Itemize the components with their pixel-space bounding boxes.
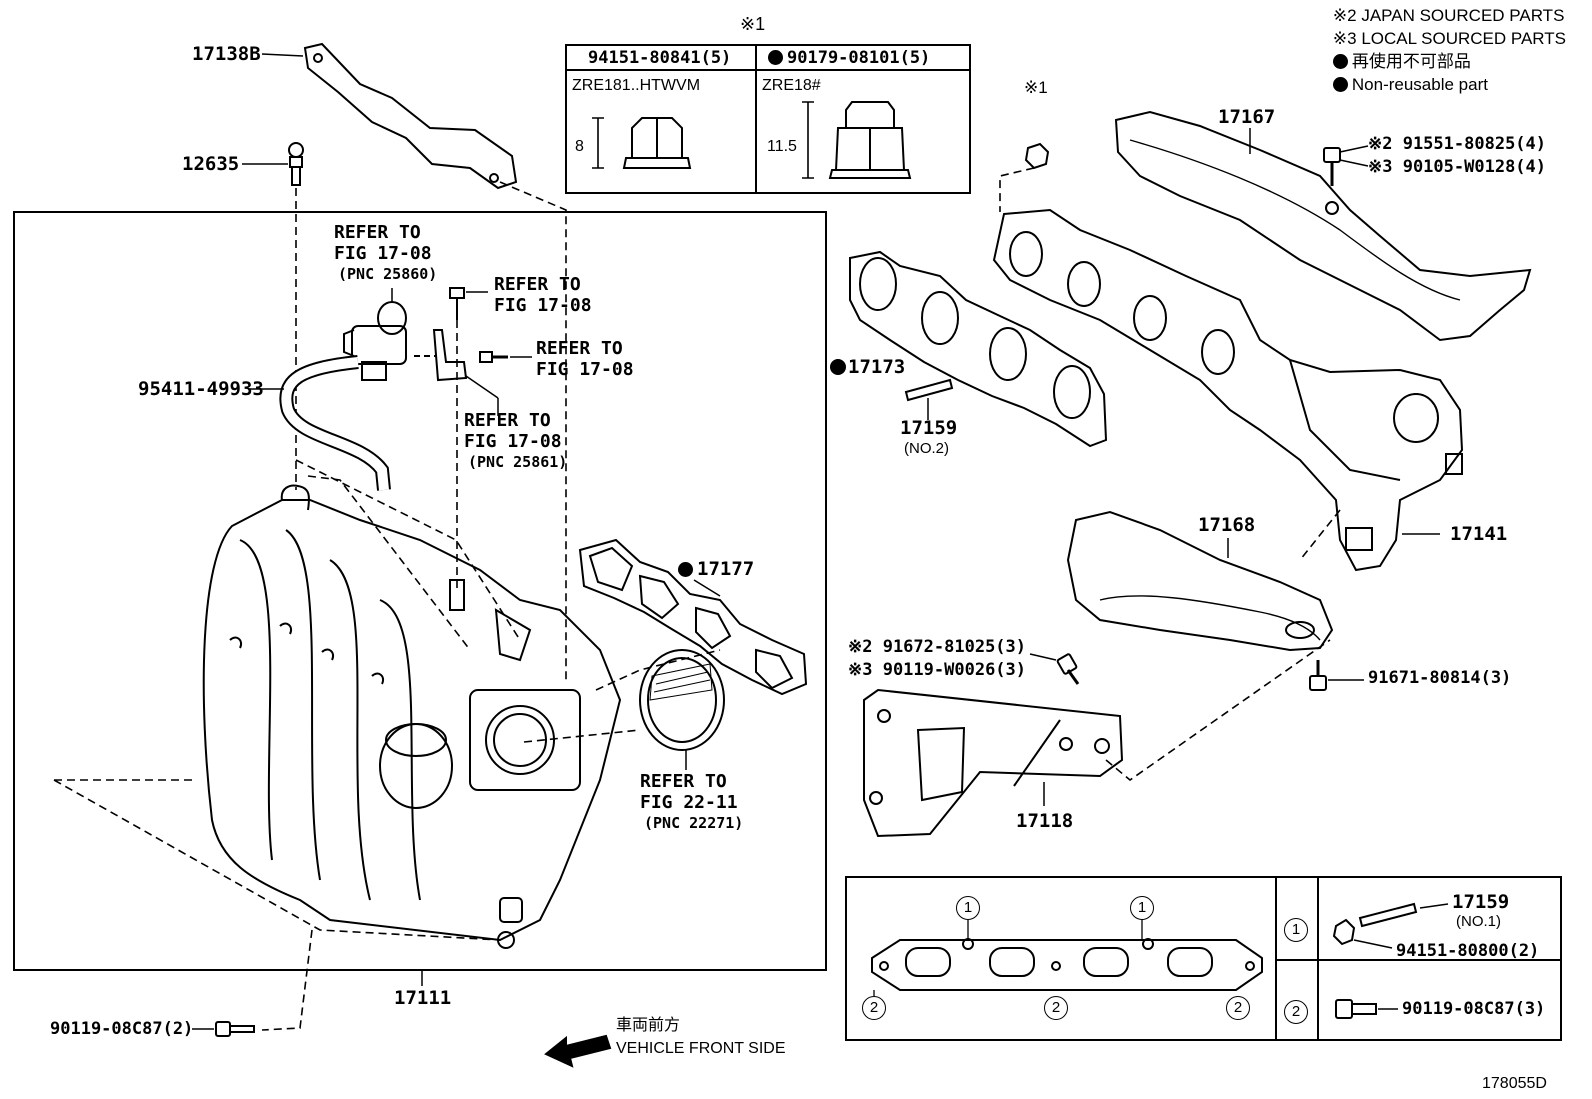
nut-height-1: 8 <box>575 138 584 155</box>
label-90119-box: 90119-08C87(3) <box>1402 999 1546 1019</box>
label-91671: 91671-80814(3) <box>1368 668 1512 688</box>
nut-model-1: ZRE181..HTWVM <box>572 77 701 94</box>
stud-12635 <box>288 142 304 186</box>
label-17177: 17177 <box>697 558 755 580</box>
ref-line: REFER TO <box>640 771 727 792</box>
bolt-vsv <box>449 287 465 320</box>
label-95411: 95411-49933 <box>138 378 264 400</box>
label-17159-no1: 17159 <box>1452 891 1510 913</box>
ref-line: FIG 17-08 <box>494 295 592 316</box>
ref-fig-17-08-bolt[interactable]: REFER TO FIG 17-08 <box>494 274 592 316</box>
ref-line: REFER TO <box>536 338 623 359</box>
label-91551: ※2 91551-80825(4) <box>1368 134 1547 154</box>
heat-insulator-17168 <box>1066 510 1334 652</box>
dot-icon <box>1332 54 1348 69</box>
label-17168: 17168 <box>1198 514 1256 536</box>
legend: ※2 JAPAN SOURCED PARTS ※3 LOCAL SOURCED … <box>1332 4 1566 96</box>
gasket-17173 <box>849 250 1108 448</box>
vehicle-front-jp: 車両前方 <box>616 1017 681 1034</box>
intake-manifold-17111 <box>202 484 622 949</box>
legend-japan: ※2 JAPAN SOURCED PARTS <box>1332 6 1565 25</box>
legend-non-reusable-en: Non-reusable part <box>1351 75 1488 94</box>
label-17159-no2: 17159 <box>900 417 958 439</box>
vehicle-front-en: VEHICLE FRONT SIDE <box>616 1040 786 1057</box>
detail-bolt <box>1335 999 1398 1019</box>
nut-model-2: ZRE18# <box>762 77 821 94</box>
intake-group-frame <box>13 211 827 971</box>
nut-table-frame <box>565 44 971 194</box>
ref-fig-17-08-bracket-bolt[interactable]: REFER TO FIG 17-08 <box>536 338 634 380</box>
ref-pnc: (PNC 25860) <box>338 265 438 283</box>
ref-line: FIG 17-08 <box>334 243 432 264</box>
ref-line: FIG 17-08 <box>464 431 562 452</box>
stud-17159-no2 <box>904 378 954 402</box>
detail-stud-nut <box>1332 902 1449 949</box>
label-mark1-right: ※1 <box>1024 78 1048 97</box>
callout-1: 1 <box>1130 896 1154 920</box>
legend-local: ※3 LOCAL SOURCED PARTS <box>1332 29 1566 48</box>
ref-line: REFER TO <box>494 274 581 295</box>
bracket-17138B <box>303 42 518 190</box>
label-90119-w: ※3 90119-W0026(3) <box>848 660 1027 680</box>
bolt-91551 <box>1323 147 1341 186</box>
callout-1: 1 <box>956 896 980 920</box>
ref-line: REFER TO <box>334 222 421 243</box>
label-17118: 17118 <box>1016 810 1074 832</box>
label-17138B: 17138B <box>192 43 261 65</box>
label-17159-no2-sub: (NO.2) <box>904 440 949 457</box>
gasket-17177 <box>578 538 808 696</box>
detail-box-frame <box>845 876 1562 1041</box>
throttle-gasket <box>639 649 725 751</box>
label-12635: 12635 <box>182 153 240 175</box>
callout-2: 2 <box>1044 996 1068 1020</box>
ref-fig-17-08-pnc25860[interactable]: REFER TO FIG 17-08 (PNC 25860) <box>334 222 437 285</box>
ref-line: FIG 22-11 <box>640 792 738 813</box>
bolt-91671 <box>1309 660 1327 691</box>
callout-2-key: 2 <box>1284 1000 1308 1024</box>
dot-icon <box>768 50 783 65</box>
label-17141: 17141 <box>1450 523 1508 545</box>
nut-drawing-1 <box>592 117 692 169</box>
dot-icon <box>1332 77 1348 92</box>
nut-part-1: 94151-80841(5) <box>588 48 732 68</box>
figure-code: 178055D <box>1482 1075 1547 1092</box>
label-17159-no1-sub: (NO.1) <box>1456 913 1501 930</box>
bolt-bracket <box>479 351 508 363</box>
ref-fig-22-11-pnc22271[interactable]: REFER TO FIG 22-11 (PNC 22271) <box>640 771 743 834</box>
label-17167: 17167 <box>1218 106 1276 128</box>
dot-icon <box>678 562 693 577</box>
ref-line: REFER TO <box>464 410 551 431</box>
ref-fig-17-08-pnc25861[interactable]: REFER TO FIG 17-08 (PNC 25861) <box>464 410 567 473</box>
ref-pnc: (PNC 25861) <box>468 453 568 471</box>
label-17111: 17111 <box>394 987 452 1009</box>
detail-gasket-drawing <box>871 920 1263 996</box>
vehicle-front-arrow <box>544 1034 612 1068</box>
label-17173: 17173 <box>848 356 906 378</box>
nut-mark-right <box>1024 142 1050 170</box>
legend-non-reusable-jp: 再使用不可部品 <box>1351 52 1471 71</box>
callout-1-key: 1 <box>1284 918 1308 942</box>
nut-part-2: 90179-08101(5) <box>787 48 931 68</box>
label-94151-80800: 94151-80800(2) <box>1396 941 1540 961</box>
label-90119-left: 90119-08C87(2) <box>50 1019 194 1039</box>
heat-insulator-17167 <box>1114 110 1532 342</box>
ref-pnc: (PNC 22271) <box>644 814 744 832</box>
nut-drawing-2 <box>802 101 912 179</box>
ref-line: FIG 17-08 <box>536 359 634 380</box>
nut-height-2: 11.5 <box>767 138 797 155</box>
callout-2: 2 <box>862 996 886 1020</box>
exhaust-manifold-17141 <box>992 208 1464 572</box>
bolt-90119-left <box>215 1021 255 1037</box>
bolt-91672 <box>1056 653 1080 685</box>
label-90105: ※3 90105-W0128(4) <box>1368 157 1547 177</box>
vsv-bracket <box>432 329 468 382</box>
label-91672: ※2 91672-81025(3) <box>848 637 1027 657</box>
manifold-stay-17118 <box>863 688 1124 838</box>
nut-table-mark: ※1 <box>740 14 766 34</box>
callout-2: 2 <box>1226 996 1250 1020</box>
